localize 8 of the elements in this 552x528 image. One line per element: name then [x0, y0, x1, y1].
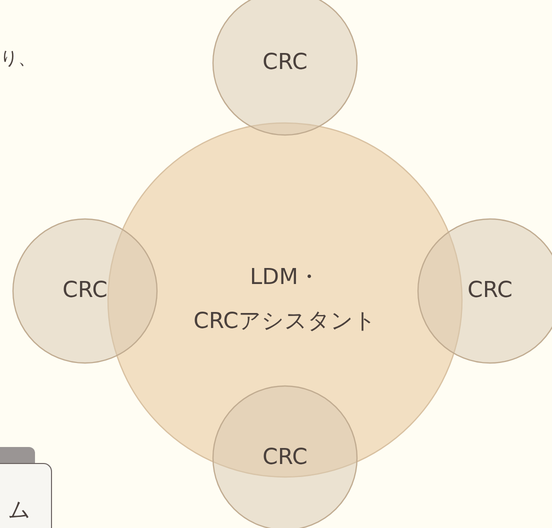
- circle-label: CRC: [262, 52, 308, 74]
- circle-label: CRC: [62, 280, 108, 302]
- circle-label: LDM・: [250, 267, 320, 289]
- circle-label: CRC: [468, 280, 512, 302]
- circle-label: CRCアシスタント: [194, 311, 376, 333]
- circle-label: CRC: [262, 447, 308, 469]
- text-fragment: り、: [0, 50, 36, 68]
- panel-text: ム: [8, 500, 31, 522]
